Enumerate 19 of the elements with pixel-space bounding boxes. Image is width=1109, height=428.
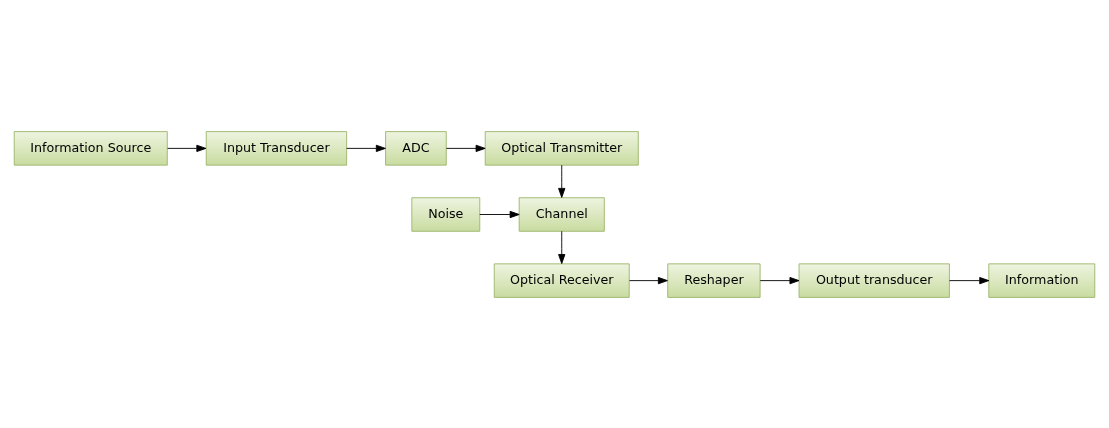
node-box: ADC: [385, 130, 447, 166]
node-box: Information: [988, 262, 1096, 298]
node-box: Optical Receiver: [493, 262, 630, 298]
arrow: [949, 276, 990, 284]
arrow: [759, 276, 800, 284]
arrow: [167, 144, 207, 152]
node-box: Optical Transmitter: [484, 130, 639, 166]
arrow: [558, 164, 566, 198]
arrow: [346, 144, 386, 152]
arrow: [558, 230, 566, 264]
node-box: Input Transducer: [205, 130, 348, 166]
arrow: [629, 276, 668, 284]
node-box: Reshaper: [667, 262, 761, 298]
node-box: Channel: [518, 196, 605, 232]
node-box: Output transducer: [798, 262, 950, 298]
node-box: Information Source: [13, 130, 168, 166]
arrow: [445, 144, 486, 152]
node-box: Noise: [411, 196, 481, 232]
arrow: [479, 210, 520, 218]
